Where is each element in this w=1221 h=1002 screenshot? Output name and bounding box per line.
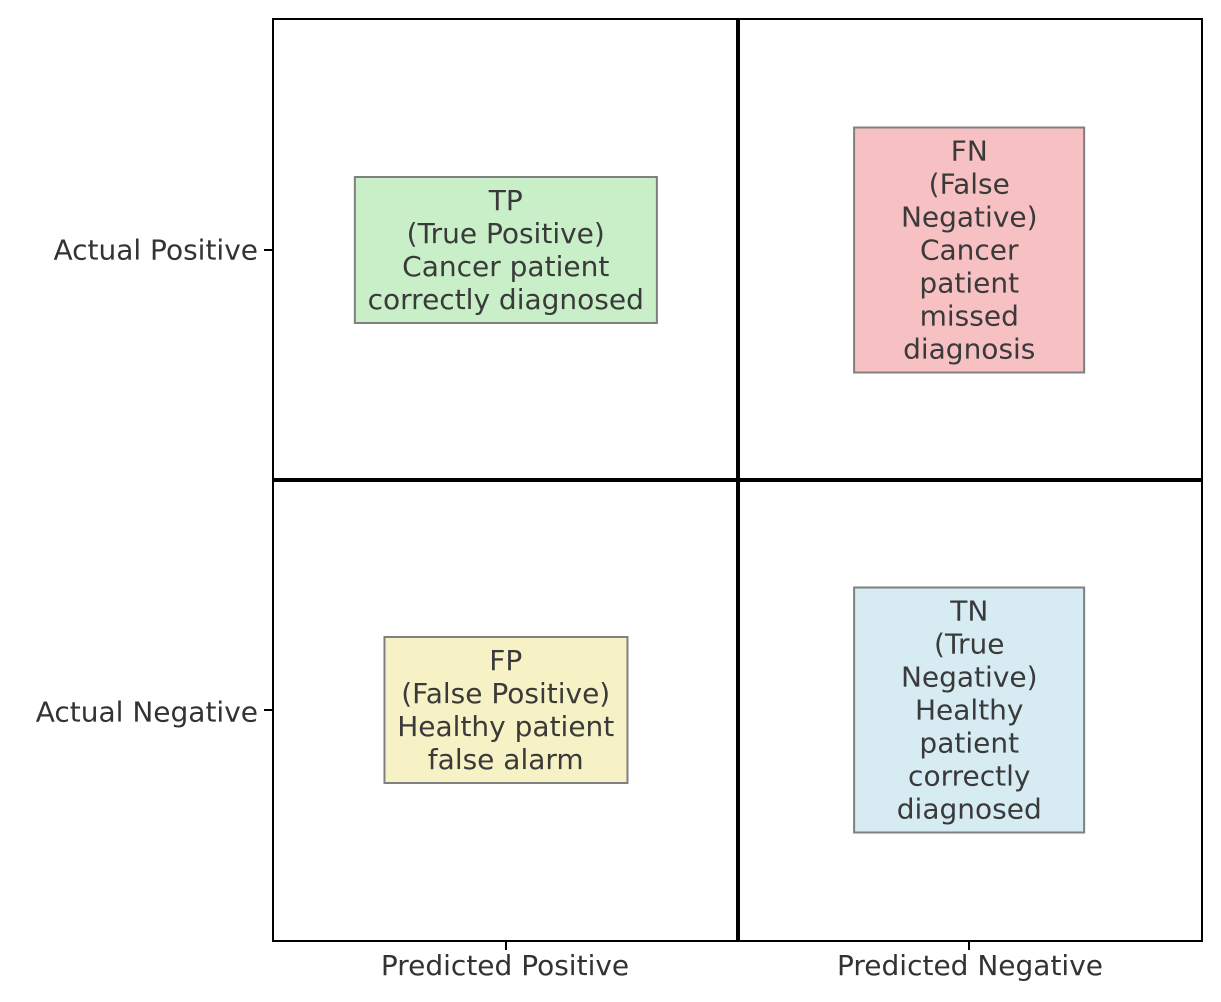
quadrant-box-false-positive: FP (False Positive) Healthy patient fals… [383, 636, 629, 784]
x-axis-label-predicted-positive: Predicted Positive [380, 949, 630, 982]
y-axis-tick-actual-positive [264, 249, 272, 251]
x-axis-tick-predicted-positive [504, 942, 507, 950]
quadrant-box-true-positive: TP (True Positive) Cancer patient correc… [353, 176, 658, 324]
quadrant-box-false-negative: FN (False Negative) Cancer patient misse… [853, 126, 1086, 374]
horizontal-divider-line [274, 478, 1201, 482]
plot-area: TP (True Positive) Cancer patient correc… [264, 18, 1203, 950]
y-axis-label-actual-positive: Actual Positive [53, 233, 258, 267]
y-axis-label-actual-negative: Actual Negative [35, 695, 258, 729]
quadrant-box-true-negative: TN (True Negative) Healthy patient corre… [853, 586, 1086, 834]
x-axis-label-predicted-negative: Predicted Negative [837, 949, 1103, 982]
y-axis-tick-actual-negative [264, 709, 272, 711]
x-axis-tick-predicted-negative [968, 942, 971, 950]
